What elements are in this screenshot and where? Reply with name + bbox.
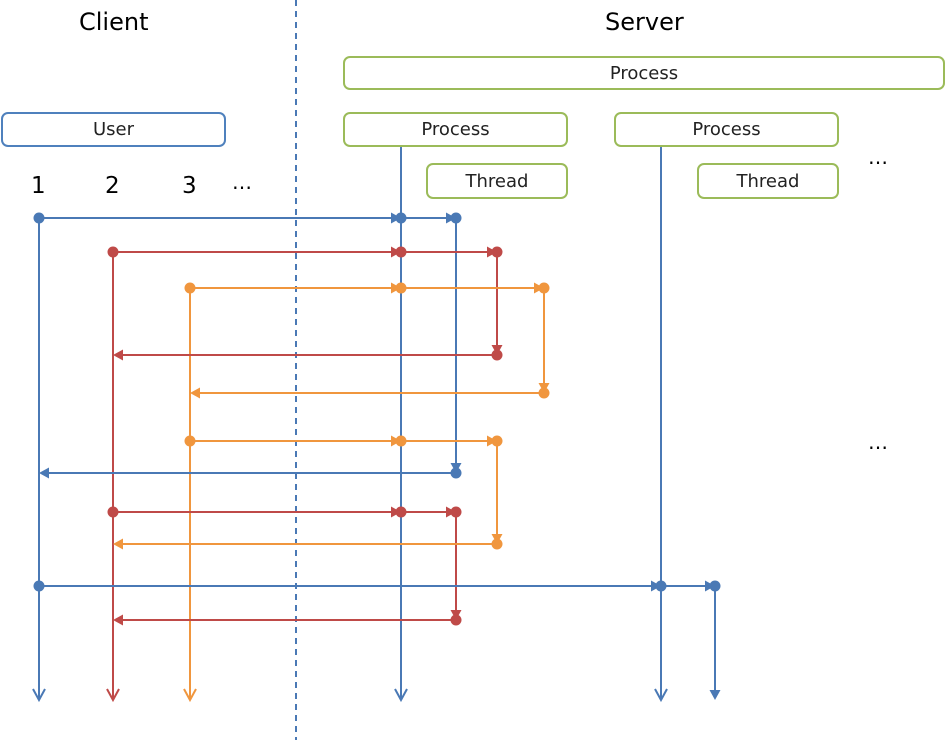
message-dot: [538, 387, 550, 399]
lifeline-end-arrow: [106, 688, 120, 703]
message-dot: [184, 282, 196, 294]
message-dot: [655, 580, 667, 592]
requests-ellipsis: …: [868, 430, 892, 454]
message-dot: [107, 506, 119, 518]
message-dot: [395, 246, 407, 258]
message-dot: [450, 212, 462, 224]
message-dot: [395, 506, 407, 518]
lifeline-end-arrow: [32, 688, 46, 703]
message-dot: [395, 212, 407, 224]
lifeline-end-arrow: [654, 688, 668, 703]
message-dot: [33, 212, 45, 224]
process-box-top: Process: [343, 56, 945, 90]
arrow-head: [190, 387, 200, 399]
arrow-head: [709, 690, 721, 700]
message-dot: [450, 467, 462, 479]
message-dot: [491, 349, 503, 361]
message-dot: [450, 506, 462, 518]
message-dot: [395, 435, 407, 447]
process-box-a: Process: [343, 112, 568, 147]
thread-box-a: Thread: [426, 163, 568, 199]
process-box-b: Process: [614, 112, 839, 147]
user-box: User: [1, 112, 226, 147]
message-dot: [538, 282, 550, 294]
lifeline-end-arrow: [183, 688, 197, 703]
user-number-2: 2: [105, 173, 120, 199]
arrow-head: [39, 467, 49, 479]
message-dot: [450, 614, 462, 626]
arrow-head: [113, 538, 123, 550]
user-number-3: 3: [182, 173, 197, 199]
arrow-head: [113, 349, 123, 361]
client-heading: Client: [79, 8, 149, 36]
message-dot: [491, 435, 503, 447]
user-number-1: 1: [31, 173, 46, 199]
users-ellipsis: …: [232, 170, 256, 194]
message-dot: [491, 538, 503, 550]
lifeline-end-arrow: [394, 688, 408, 703]
processes-ellipsis: …: [868, 145, 892, 169]
message-dot: [395, 282, 407, 294]
thread-box-b: Thread: [697, 163, 839, 199]
message-dot: [491, 246, 503, 258]
message-dot: [107, 246, 119, 258]
message-dot: [33, 580, 45, 592]
message-dot: [709, 580, 721, 592]
arrow-head: [113, 614, 123, 626]
server-heading: Server: [605, 8, 684, 36]
message-dot: [184, 435, 196, 447]
